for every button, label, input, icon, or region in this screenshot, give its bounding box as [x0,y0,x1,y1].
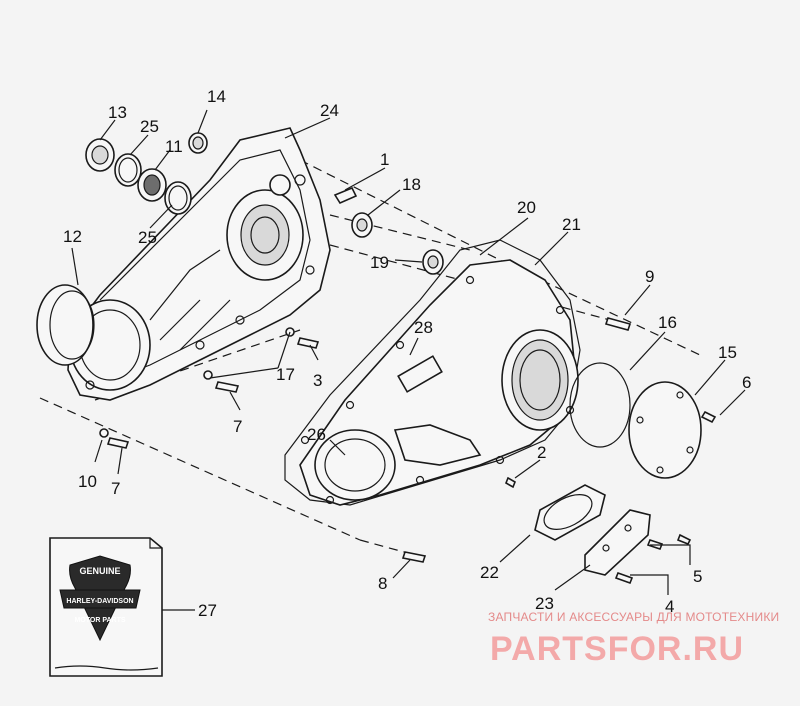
callout-labels: 1 2 3 4 5 6 7 7 8 9 10 11 12 13 14 15 16… [63,87,751,620]
part-19 [422,249,444,275]
callout-17: 17 [276,365,295,384]
callout-22: 22 [480,563,499,582]
leader-lines [71,109,746,611]
callout-13: 13 [108,103,127,122]
callout-14: 14 [207,87,226,106]
watermark-tagline: ЗАПЧАСТИ И АКСЕССУАРЫ ДЛЯ МОТОТЕХНИКИ [488,610,779,624]
callout-1: 1 [380,150,389,169]
part-15-derby-cover [628,381,702,479]
callout-25a: 25 [140,117,159,136]
callout-21: 21 [562,215,581,234]
callout-28: 28 [414,318,433,337]
callout-6: 6 [742,373,751,392]
outer-primary-cover [284,239,581,506]
callout-18: 18 [402,175,421,194]
part-12-seal [36,284,95,366]
callout-16: 16 [658,313,677,332]
callout-8: 8 [378,574,387,593]
logo-line1: GENUINE [79,566,120,576]
genuine-parts-box: GENUINE HARLEY-DAVIDSON MOTOR PARTS [49,537,163,677]
part-16-gasket [569,362,631,448]
watermark: ЗАПЧАСТИ И АКСЕССУАРЫ ДЛЯ МОТОТЕХНИКИ PA… [488,610,779,668]
callout-25b: 25 [138,228,157,247]
callout-10: 10 [78,472,97,491]
callout-12: 12 [63,227,82,246]
callout-7b: 7 [111,479,120,498]
watermark-brand: PARTSFOR.RU [490,630,744,668]
logo-line3: MOTOR PARTS [74,617,125,624]
bearings-and-rings [85,132,208,215]
callout-23: 23 [535,594,554,613]
callout-27: 27 [198,601,217,620]
callout-26: 26 [307,425,326,444]
logo-line2: HARLEY-DAVIDSON [66,598,133,605]
callout-7a: 7 [233,417,242,436]
callout-3: 3 [313,371,322,390]
callout-5: 5 [693,567,702,586]
callout-9: 9 [645,267,654,286]
inner-primary-housing [67,127,331,401]
callout-24: 24 [320,101,339,120]
callout-20: 20 [517,198,536,217]
callout-2: 2 [537,443,546,462]
inspection-covers [534,484,651,576]
callout-19: 19 [370,253,389,272]
callout-11: 11 [165,137,183,156]
callout-15: 15 [718,343,737,362]
callout-4: 4 [665,597,674,616]
dowel-and-bushing [333,186,373,238]
